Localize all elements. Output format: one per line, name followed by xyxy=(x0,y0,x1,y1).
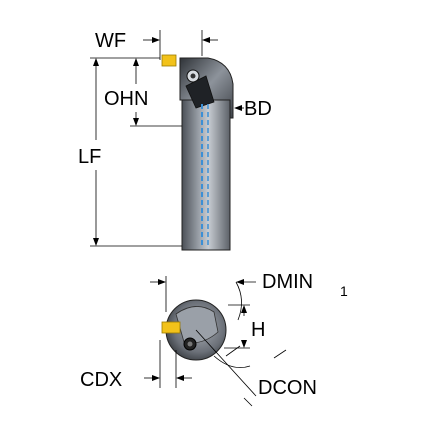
side-view: WF LF OHN BD xyxy=(78,30,272,251)
cutting-insert-end xyxy=(161,321,181,334)
tool-shank xyxy=(181,99,231,251)
label-bd: BD xyxy=(244,98,272,120)
label-lf: LF xyxy=(78,146,101,168)
label-cdx: CDX xyxy=(80,369,122,391)
end-view: DMIN 1 H CDX DCON xyxy=(80,271,348,407)
label-dmin: DMIN xyxy=(262,271,313,293)
label-ohn: OHN xyxy=(104,88,148,110)
label-h: H xyxy=(251,319,265,341)
label-dmin-subscript: 1 xyxy=(340,283,348,299)
label-dcon: DCON xyxy=(258,377,317,399)
insert-seat xyxy=(185,75,215,109)
label-wf: WF xyxy=(95,30,126,52)
cutting-insert xyxy=(161,54,177,67)
